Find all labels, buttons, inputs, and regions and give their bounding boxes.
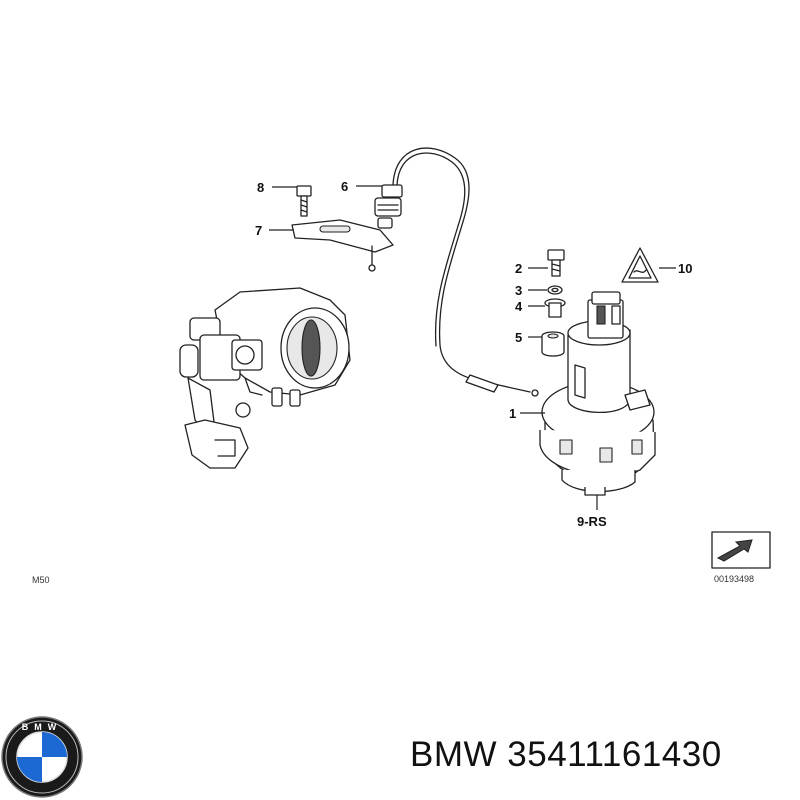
part-label-10: 10 — [678, 261, 692, 276]
part-label-6: 6 — [341, 179, 348, 194]
throttle-body — [179, 287, 351, 469]
part-label-7: 7 — [255, 223, 262, 238]
throttle-cable — [374, 147, 539, 397]
bmw-logo-text: BMW — [22, 722, 63, 732]
part-label-3: 3 — [515, 283, 522, 298]
engine-code: M50 — [32, 575, 50, 585]
diagram-number: 00193498 — [714, 574, 754, 584]
bracket-assembly — [291, 185, 394, 272]
part-label-2: 2 — [515, 261, 522, 276]
part-reference: BMW 35411161430 — [410, 735, 722, 774]
part-label-8: 8 — [257, 180, 264, 195]
part-label-5: 5 — [515, 330, 522, 345]
part-label-9-rs: 9-RS — [577, 514, 607, 529]
part-label-4: 4 — [515, 299, 523, 314]
bmw-logo: BMW — [1, 716, 83, 798]
warning-label-part — [621, 247, 659, 283]
part-label-1: 1 — [509, 406, 516, 421]
actuator-unit — [539, 291, 656, 496]
small-parts — [541, 249, 566, 357]
direction-arrow-icon — [711, 531, 771, 569]
